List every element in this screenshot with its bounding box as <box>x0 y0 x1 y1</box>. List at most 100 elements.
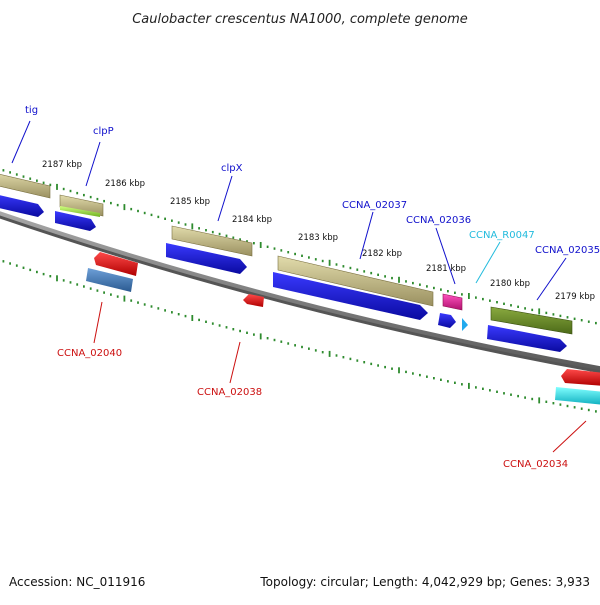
lower-tick <box>211 322 214 325</box>
upper-tick <box>510 304 512 307</box>
lower-tick <box>56 275 58 282</box>
gene-label-tig[interactable]: tig <box>25 105 38 116</box>
upper-tick <box>559 314 562 318</box>
gene-label-ccna-02034[interactable]: CCNA_02034 <box>503 459 568 470</box>
gene-tig-feature[interactable] <box>0 172 51 199</box>
kbp-scale-labels: 2187 kbp 2186 kbp 2185 kbp 2184 kbp 2183… <box>42 160 595 302</box>
lower-tick <box>239 329 241 333</box>
callout-line-ccna-r0047 <box>475 241 501 284</box>
gene-label-clpP[interactable]: clpP <box>93 126 114 137</box>
lower-tick <box>587 408 590 412</box>
lower-tick <box>62 279 65 282</box>
lower-tick <box>83 285 85 288</box>
gene-clpP-feature[interactable] <box>59 194 104 217</box>
lower-tick <box>384 365 386 369</box>
gene-ccna-02035-feature[interactable] <box>490 306 573 335</box>
upper-tick <box>370 271 373 275</box>
gene-label-ccna-02036[interactable]: CCNA_02036 <box>406 215 471 226</box>
lower-tick <box>2 260 5 263</box>
upper-tick <box>2 169 5 172</box>
lower-tick <box>177 313 180 316</box>
upper-tick <box>342 265 345 268</box>
upper-tick <box>29 177 32 180</box>
kbp-label: 2187 kbp <box>42 160 82 170</box>
lower-tick <box>426 375 428 378</box>
upper-tick <box>259 242 262 248</box>
upper-tick <box>398 276 400 283</box>
cds-arrow-clpP[interactable] <box>55 211 96 231</box>
lower-tick <box>36 270 38 274</box>
upper-tick <box>328 259 331 266</box>
gene-label-ccna-02035[interactable]: CCNA_02035 <box>535 245 600 256</box>
callout-line-ccna-02040 <box>93 301 103 344</box>
gene-ccna-02038-feature[interactable] <box>243 294 264 307</box>
gene-ccna-02036-feature[interactable] <box>442 293 463 311</box>
lower-tick <box>69 281 72 284</box>
upper-tick <box>171 219 173 222</box>
lower-tick <box>496 390 498 393</box>
upper-tick <box>116 203 119 207</box>
gene-label-ccna-02038[interactable]: CCNA_02038 <box>197 387 262 398</box>
kbp-label: 2181 kbp <box>426 264 466 274</box>
lower-tick <box>171 311 173 314</box>
gene-label-clpX[interactable]: clpX <box>221 163 243 174</box>
upper-tick <box>356 268 359 271</box>
gene-ccna-02034-red-arrow[interactable] <box>561 369 600 386</box>
gene-label-ccna-02037[interactable]: CCNA_02037 <box>342 200 407 211</box>
lower-tick <box>595 410 597 413</box>
gene-clpX-feature[interactable] <box>171 225 253 257</box>
lower-tick <box>566 404 569 408</box>
rna-arrow-ccna-r0047[interactable] <box>462 318 468 331</box>
upper-tick <box>517 305 519 308</box>
lower-tick <box>328 350 331 357</box>
upper-tick <box>475 296 477 299</box>
cds-arrow-clpX[interactable] <box>166 243 247 274</box>
cds-arrow-ccna-02037[interactable] <box>273 272 428 320</box>
upper-tick <box>294 252 296 256</box>
upper-tick <box>308 256 310 259</box>
upper-tick <box>524 307 526 310</box>
upper-tick <box>552 313 555 316</box>
lower-tick <box>42 272 45 276</box>
gene-label-ccna-02040[interactable]: CCNA_02040 <box>57 348 122 359</box>
cds-arrow-ccna-02036[interactable] <box>438 313 456 328</box>
lower-tick <box>440 378 442 381</box>
callout-line-tig <box>11 120 31 164</box>
lower-tick <box>503 392 505 395</box>
lower-tick <box>246 331 248 334</box>
lower-tick <box>76 283 79 286</box>
gene-ccna-02040-feature[interactable] <box>86 268 133 292</box>
upper-tick <box>76 191 79 195</box>
lower-tick <box>29 268 32 272</box>
lower-tick <box>398 367 400 374</box>
lower-tick <box>308 347 310 350</box>
lower-tick <box>510 393 512 396</box>
lower-tick <box>301 345 303 349</box>
upper-tick <box>218 232 221 236</box>
lower-tick <box>538 397 541 404</box>
cds-arrow-tig[interactable] <box>0 193 44 217</box>
lower-tick <box>321 351 324 354</box>
gene-ccna-02040-red-arrow[interactable] <box>94 252 138 276</box>
upper-tick <box>377 273 379 276</box>
upper-tick <box>15 173 18 176</box>
lower-tick <box>191 315 194 321</box>
upper-tick <box>440 288 442 291</box>
lower-tick <box>468 382 470 389</box>
upper-tick <box>157 215 160 219</box>
gene-ccna-02034-feature[interactable] <box>555 387 600 405</box>
upper-tick <box>89 195 92 199</box>
upper-tick <box>49 183 52 187</box>
callout-line-ccna-02034 <box>552 420 587 453</box>
kbp-label: 2184 kbp <box>232 215 272 225</box>
gene-ccna-02037-feature[interactable] <box>277 255 434 307</box>
upper-tick <box>205 229 207 232</box>
gene-labels: tig clpP clpX CCNA_02037 CCNA_02036 CCNA… <box>25 105 600 470</box>
callout-line-clpP <box>85 141 101 187</box>
lower-tick <box>405 370 407 374</box>
cds-arrow-ccna-02035[interactable] <box>487 325 567 352</box>
lower-tick <box>370 362 373 366</box>
gene-label-ccna-r0047[interactable]: CCNA_R0047 <box>469 230 535 241</box>
upper-tick <box>96 197 99 201</box>
lower-tick <box>454 381 456 384</box>
